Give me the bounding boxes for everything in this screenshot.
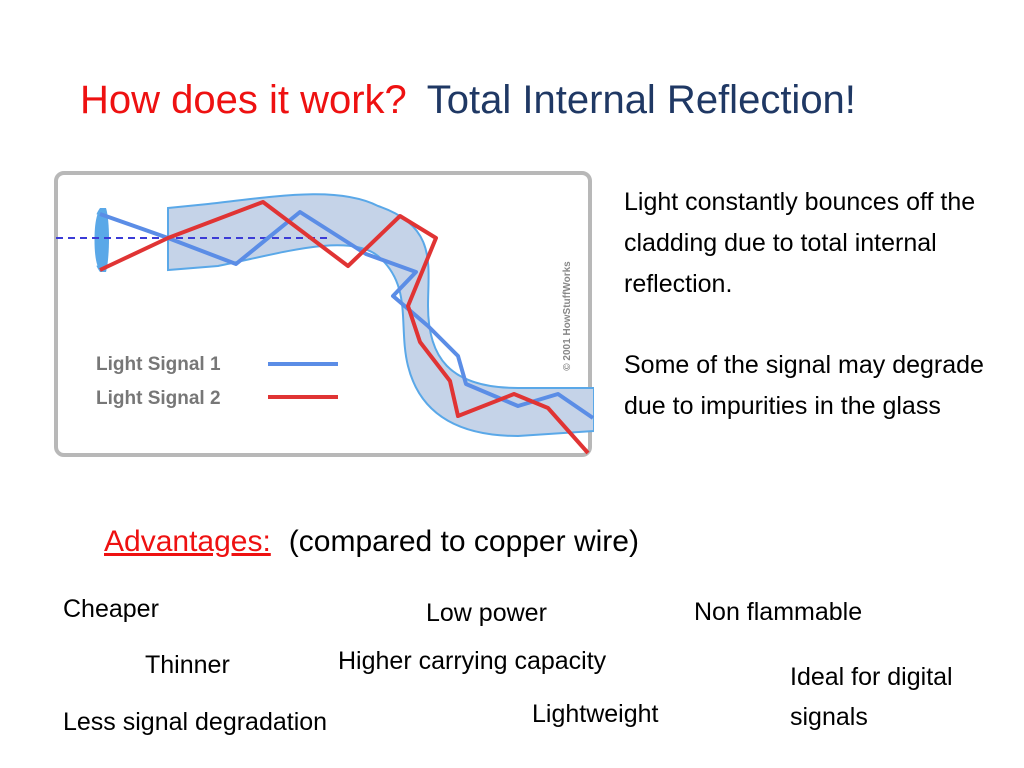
title-question: How does it work? <box>80 78 407 122</box>
explanation-paragraph-1: Light constantly bounces off the claddin… <box>624 188 976 298</box>
advantage-lightweight: Lightweight <box>532 700 659 728</box>
advantage-non-flammable: Non flammable <box>694 598 863 626</box>
advantage-ideal-digital: Ideal for digital signals <box>790 663 953 731</box>
advantage-low-power: Low power <box>426 599 547 627</box>
explanation-paragraph-2: Some of the signal may degrade due to im… <box>624 351 984 420</box>
fiber-optic-diagram: © 2001 HowStuffWorks Light Signal 1 Ligh… <box>54 171 594 457</box>
copyright-text: © 2001 HowStuffWorks <box>562 261 573 371</box>
advantage-cheaper: Cheaper <box>63 595 159 623</box>
light-signal-1-path <box>99 210 594 420</box>
advantages-label: Advantages: <box>104 525 271 558</box>
advantage-less-degradation: Less signal degradation <box>63 708 328 736</box>
legend-label-signal-1: Light Signal 1 <box>96 354 221 375</box>
legend-label-signal-2: Light Signal 2 <box>96 388 221 409</box>
light-signal-2-path <box>99 200 590 455</box>
light-source-lens <box>91 208 109 272</box>
lens-highlight <box>91 213 98 267</box>
title-answer: Total Internal Reflection! <box>426 78 856 122</box>
slide-title: How does it work? Total Internal Reflecti… <box>80 76 1020 124</box>
advantages-heading: Advantages: (compared to copper wire) <box>104 522 639 562</box>
advantage-higher-capacity: Higher carrying capacity <box>338 647 607 675</box>
advantages-note: (compared to copper wire) <box>288 525 639 558</box>
advantage-thinner: Thinner <box>145 651 230 679</box>
